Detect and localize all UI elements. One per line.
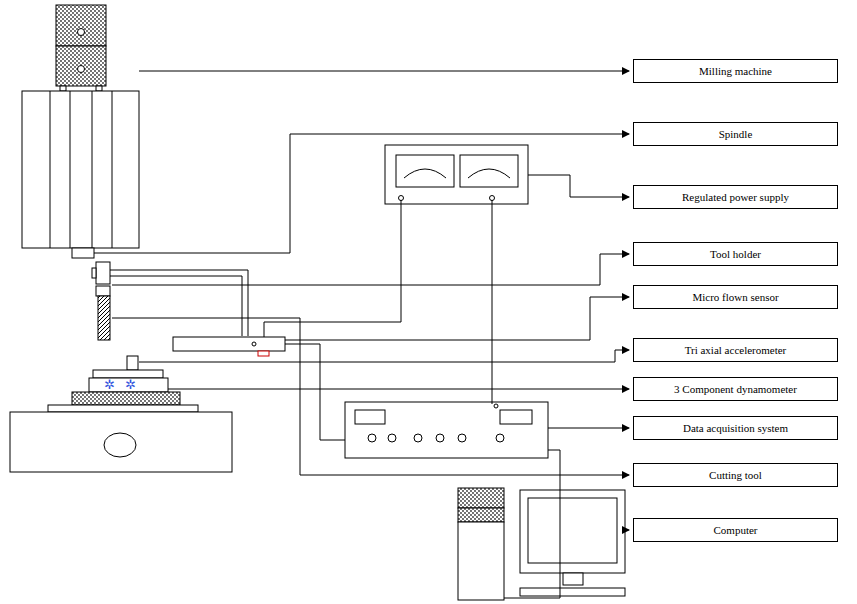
label-box: Micro flown sensor	[633, 285, 838, 309]
label-box: Tri axial accelerometer	[633, 338, 838, 362]
svg-text:✲: ✲	[125, 377, 136, 392]
label-text: Regulated power supply	[682, 191, 789, 203]
label-text: Tool holder	[710, 248, 761, 260]
label-box: Data acquisition system	[633, 416, 838, 440]
label-text: Micro flown sensor	[692, 291, 778, 303]
label-box: 3 Component dynamometer	[633, 377, 838, 401]
svg-text:✲: ✲	[104, 377, 115, 392]
label-box: Computer	[633, 518, 838, 542]
label-text: Computer	[714, 524, 758, 536]
label-text: Cutting tool	[709, 469, 762, 481]
label-box: Cutting tool	[633, 463, 838, 487]
label-box: Spindle	[633, 122, 838, 146]
label-text: Data acquisition system	[683, 422, 788, 434]
label-box: Tool holder	[633, 242, 838, 266]
label-box: Regulated power supply	[633, 185, 838, 209]
label-text: Milling machine	[699, 65, 772, 77]
label-text: Spindle	[719, 128, 753, 140]
label-text: Tri axial accelerometer	[685, 344, 787, 356]
label-text: 3 Component dynamometer	[674, 383, 797, 395]
label-box: Milling machine	[633, 59, 838, 83]
